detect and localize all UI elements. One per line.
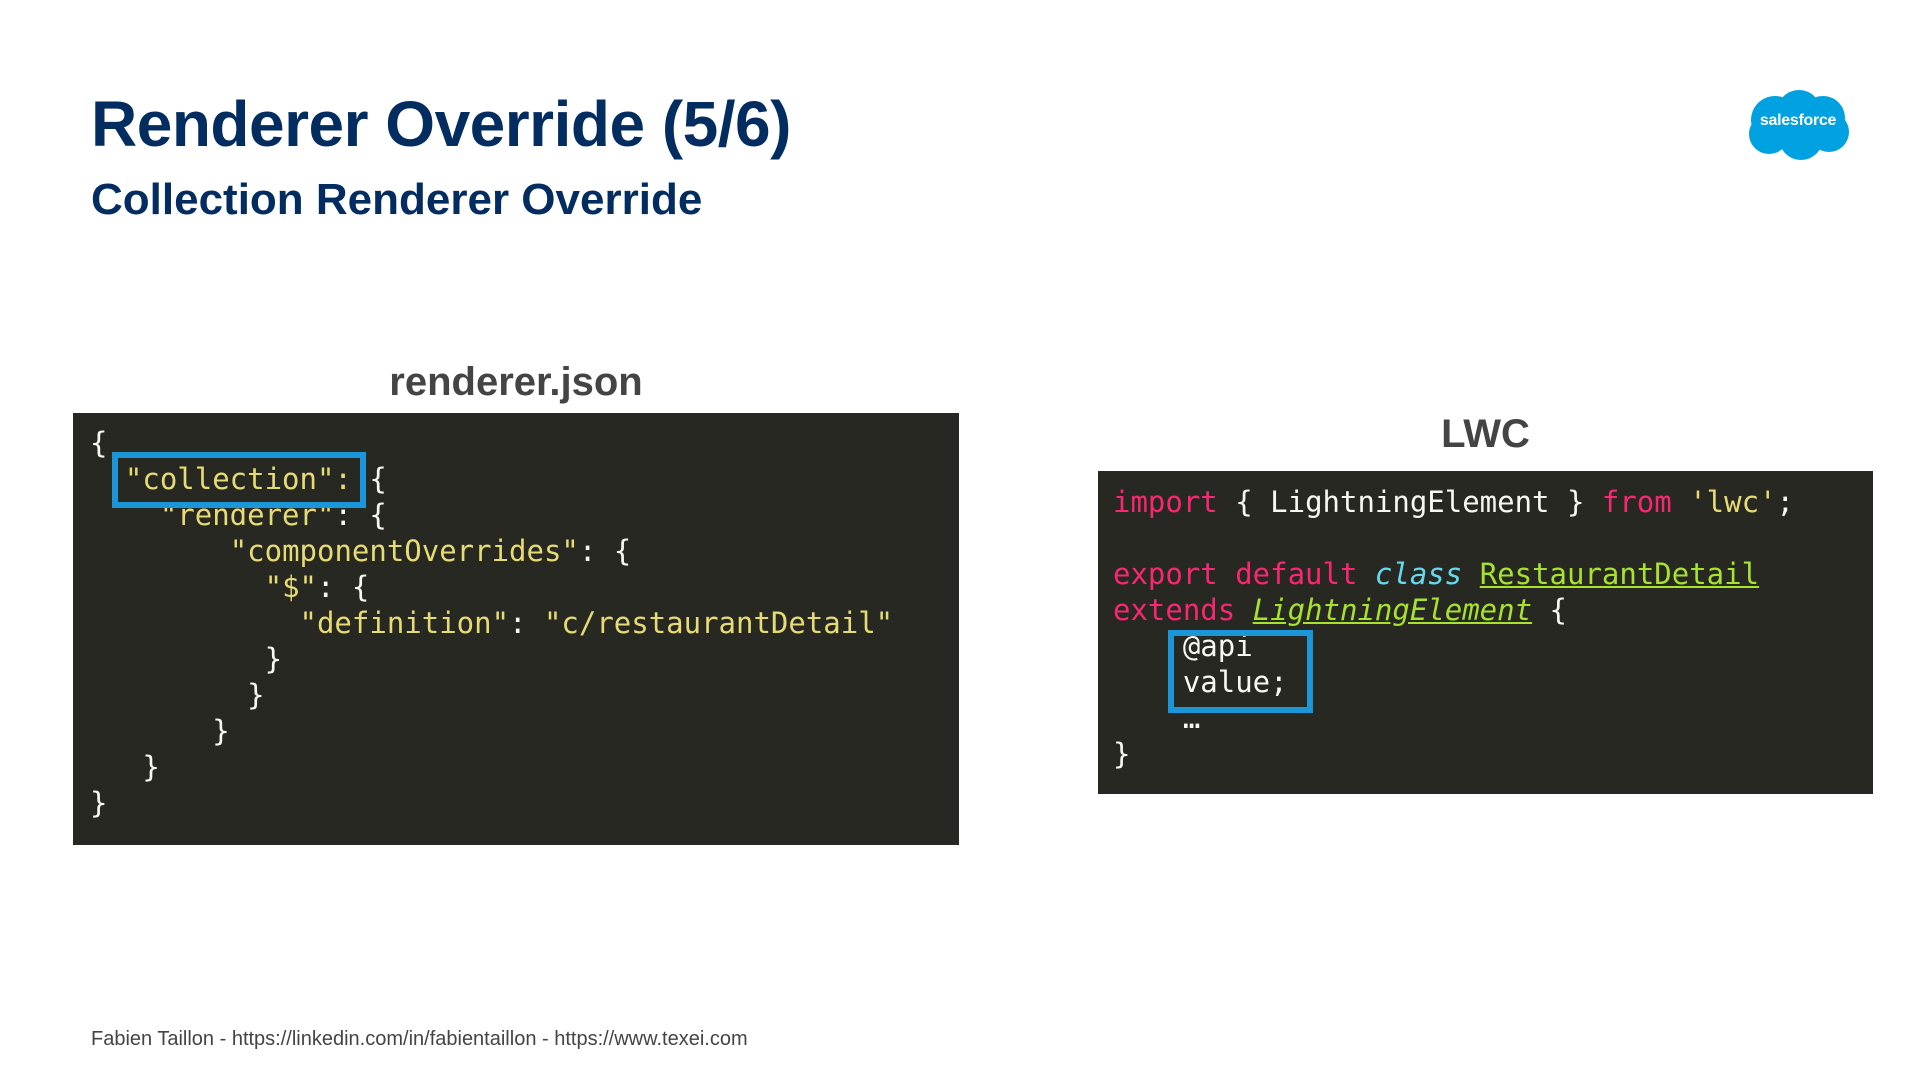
code-token: { (351, 462, 387, 496)
code-line: "$": { (90, 569, 893, 605)
code-token: { (1532, 593, 1567, 627)
code-token: } (142, 750, 160, 784)
code-token: } (212, 714, 230, 748)
slide-title: Renderer Override (5/6) (91, 88, 791, 160)
code-line: } (90, 677, 893, 713)
salesforce-cloud-icon (1749, 90, 1849, 160)
code-line: "componentOverrides": { (90, 533, 893, 569)
code-line: value; (1113, 664, 1794, 700)
code-line (1113, 520, 1794, 556)
code-token: "definition" (299, 606, 510, 640)
code-token: class (1374, 557, 1463, 591)
salesforce-logo: salesforce (1745, 88, 1851, 162)
code-token: } (247, 678, 265, 712)
code-token: "$" (264, 570, 317, 604)
code-token: LightningElement (1252, 593, 1533, 627)
slide-subtitle: Collection Renderer Override (91, 175, 703, 224)
code-token: "componentOverrides" (229, 534, 579, 568)
lwc-label: LWC (1441, 412, 1530, 456)
code-token: from (1601, 485, 1672, 519)
code-token: value; (1182, 665, 1288, 699)
code-line: "collection": { (90, 461, 893, 497)
code-line: import { LightningElement } from 'lwc'; (1113, 484, 1794, 520)
logo-wordmark: salesforce (1759, 112, 1837, 129)
lwc-code: import { LightningElement } from 'lwc'; … (1113, 484, 1794, 772)
code-line: extends LightningElement { (1113, 592, 1794, 628)
code-token: : { (578, 534, 632, 568)
code-token: ; (1776, 485, 1794, 519)
code-token: { (90, 426, 108, 460)
code-line: } (90, 641, 893, 677)
code-line: } (1113, 736, 1794, 772)
code-token: } (264, 642, 283, 676)
code-token: extends (1113, 593, 1253, 627)
renderer-json-label: renderer.json (389, 360, 643, 404)
code-line: } (90, 785, 893, 821)
code-token: : (509, 606, 544, 640)
code-line: } (90, 713, 893, 749)
code-token: "c/restaurantDetail" (543, 606, 894, 640)
slide-footer: Fabien Taillon - https://linkedin.com/in… (91, 1028, 748, 1050)
code-token: RestaurantDetail (1479, 557, 1760, 591)
code-token: { LightningElement } (1217, 485, 1602, 519)
code-token: : { (317, 570, 370, 604)
code-token: "collection": (124, 462, 352, 496)
code-line: export default class RestaurantDetail (1113, 556, 1794, 592)
code-token: import (1113, 485, 1218, 519)
code-line: { (90, 425, 893, 461)
code-token: export default (1113, 557, 1375, 591)
code-line: "definition": "c/restaurantDetail" (90, 605, 894, 641)
code-token: 'lwc' (1689, 485, 1777, 519)
code-line: } (90, 749, 893, 785)
api-highlight-box (1168, 630, 1313, 713)
code-token: } (90, 786, 108, 820)
collection-highlight-box (112, 452, 366, 508)
code-token: } (1113, 737, 1131, 771)
